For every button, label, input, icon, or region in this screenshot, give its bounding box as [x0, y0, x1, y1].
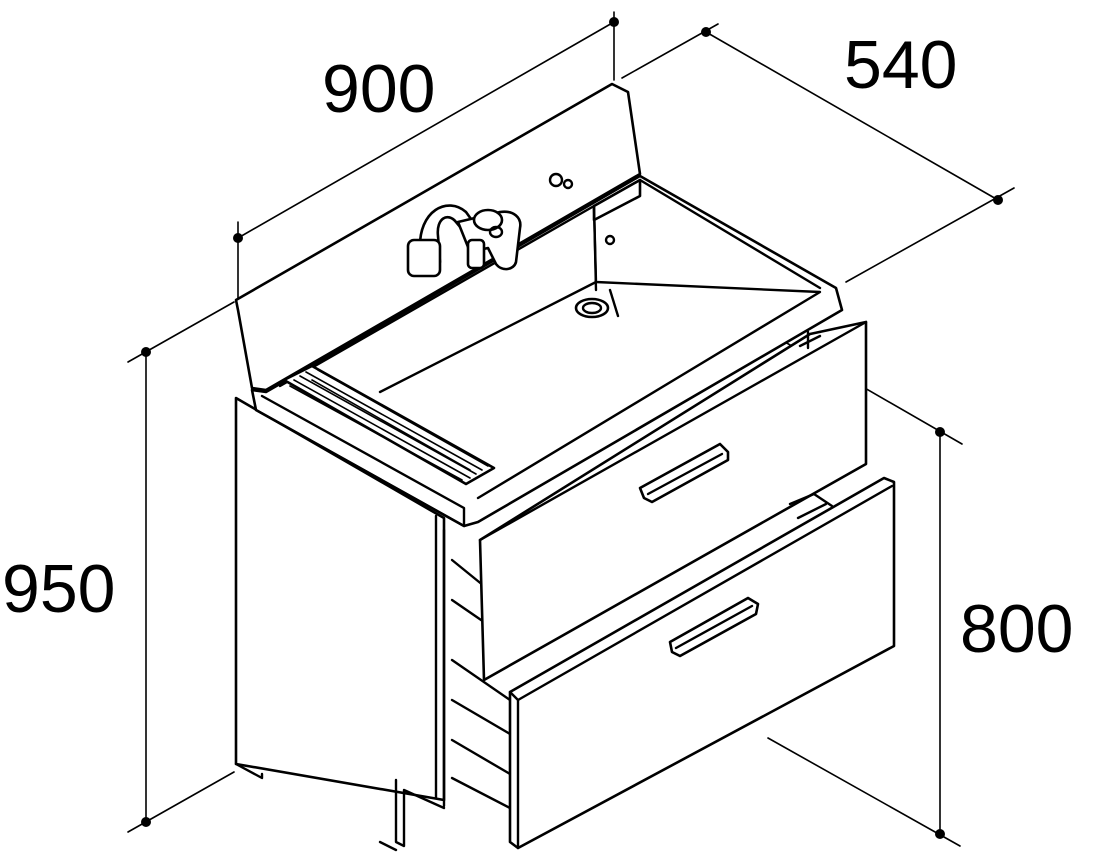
total-height-label: 950: [2, 551, 115, 627]
dimension-lines: [127, 11, 1015, 847]
cabinet-body: [234, 396, 512, 852]
top-drawer-handle[interactable]: [638, 442, 730, 504]
bottom-drawer[interactable]: [508, 476, 896, 850]
drain-grate: [282, 364, 496, 486]
width-label: 900: [322, 51, 435, 127]
cabinet-height-label: 800: [960, 591, 1073, 667]
faucet-icon: [406, 204, 522, 278]
top-drawer[interactable]: [478, 320, 868, 682]
bottom-drawer-handle[interactable]: [668, 596, 760, 658]
depth-label: 540: [844, 27, 957, 103]
